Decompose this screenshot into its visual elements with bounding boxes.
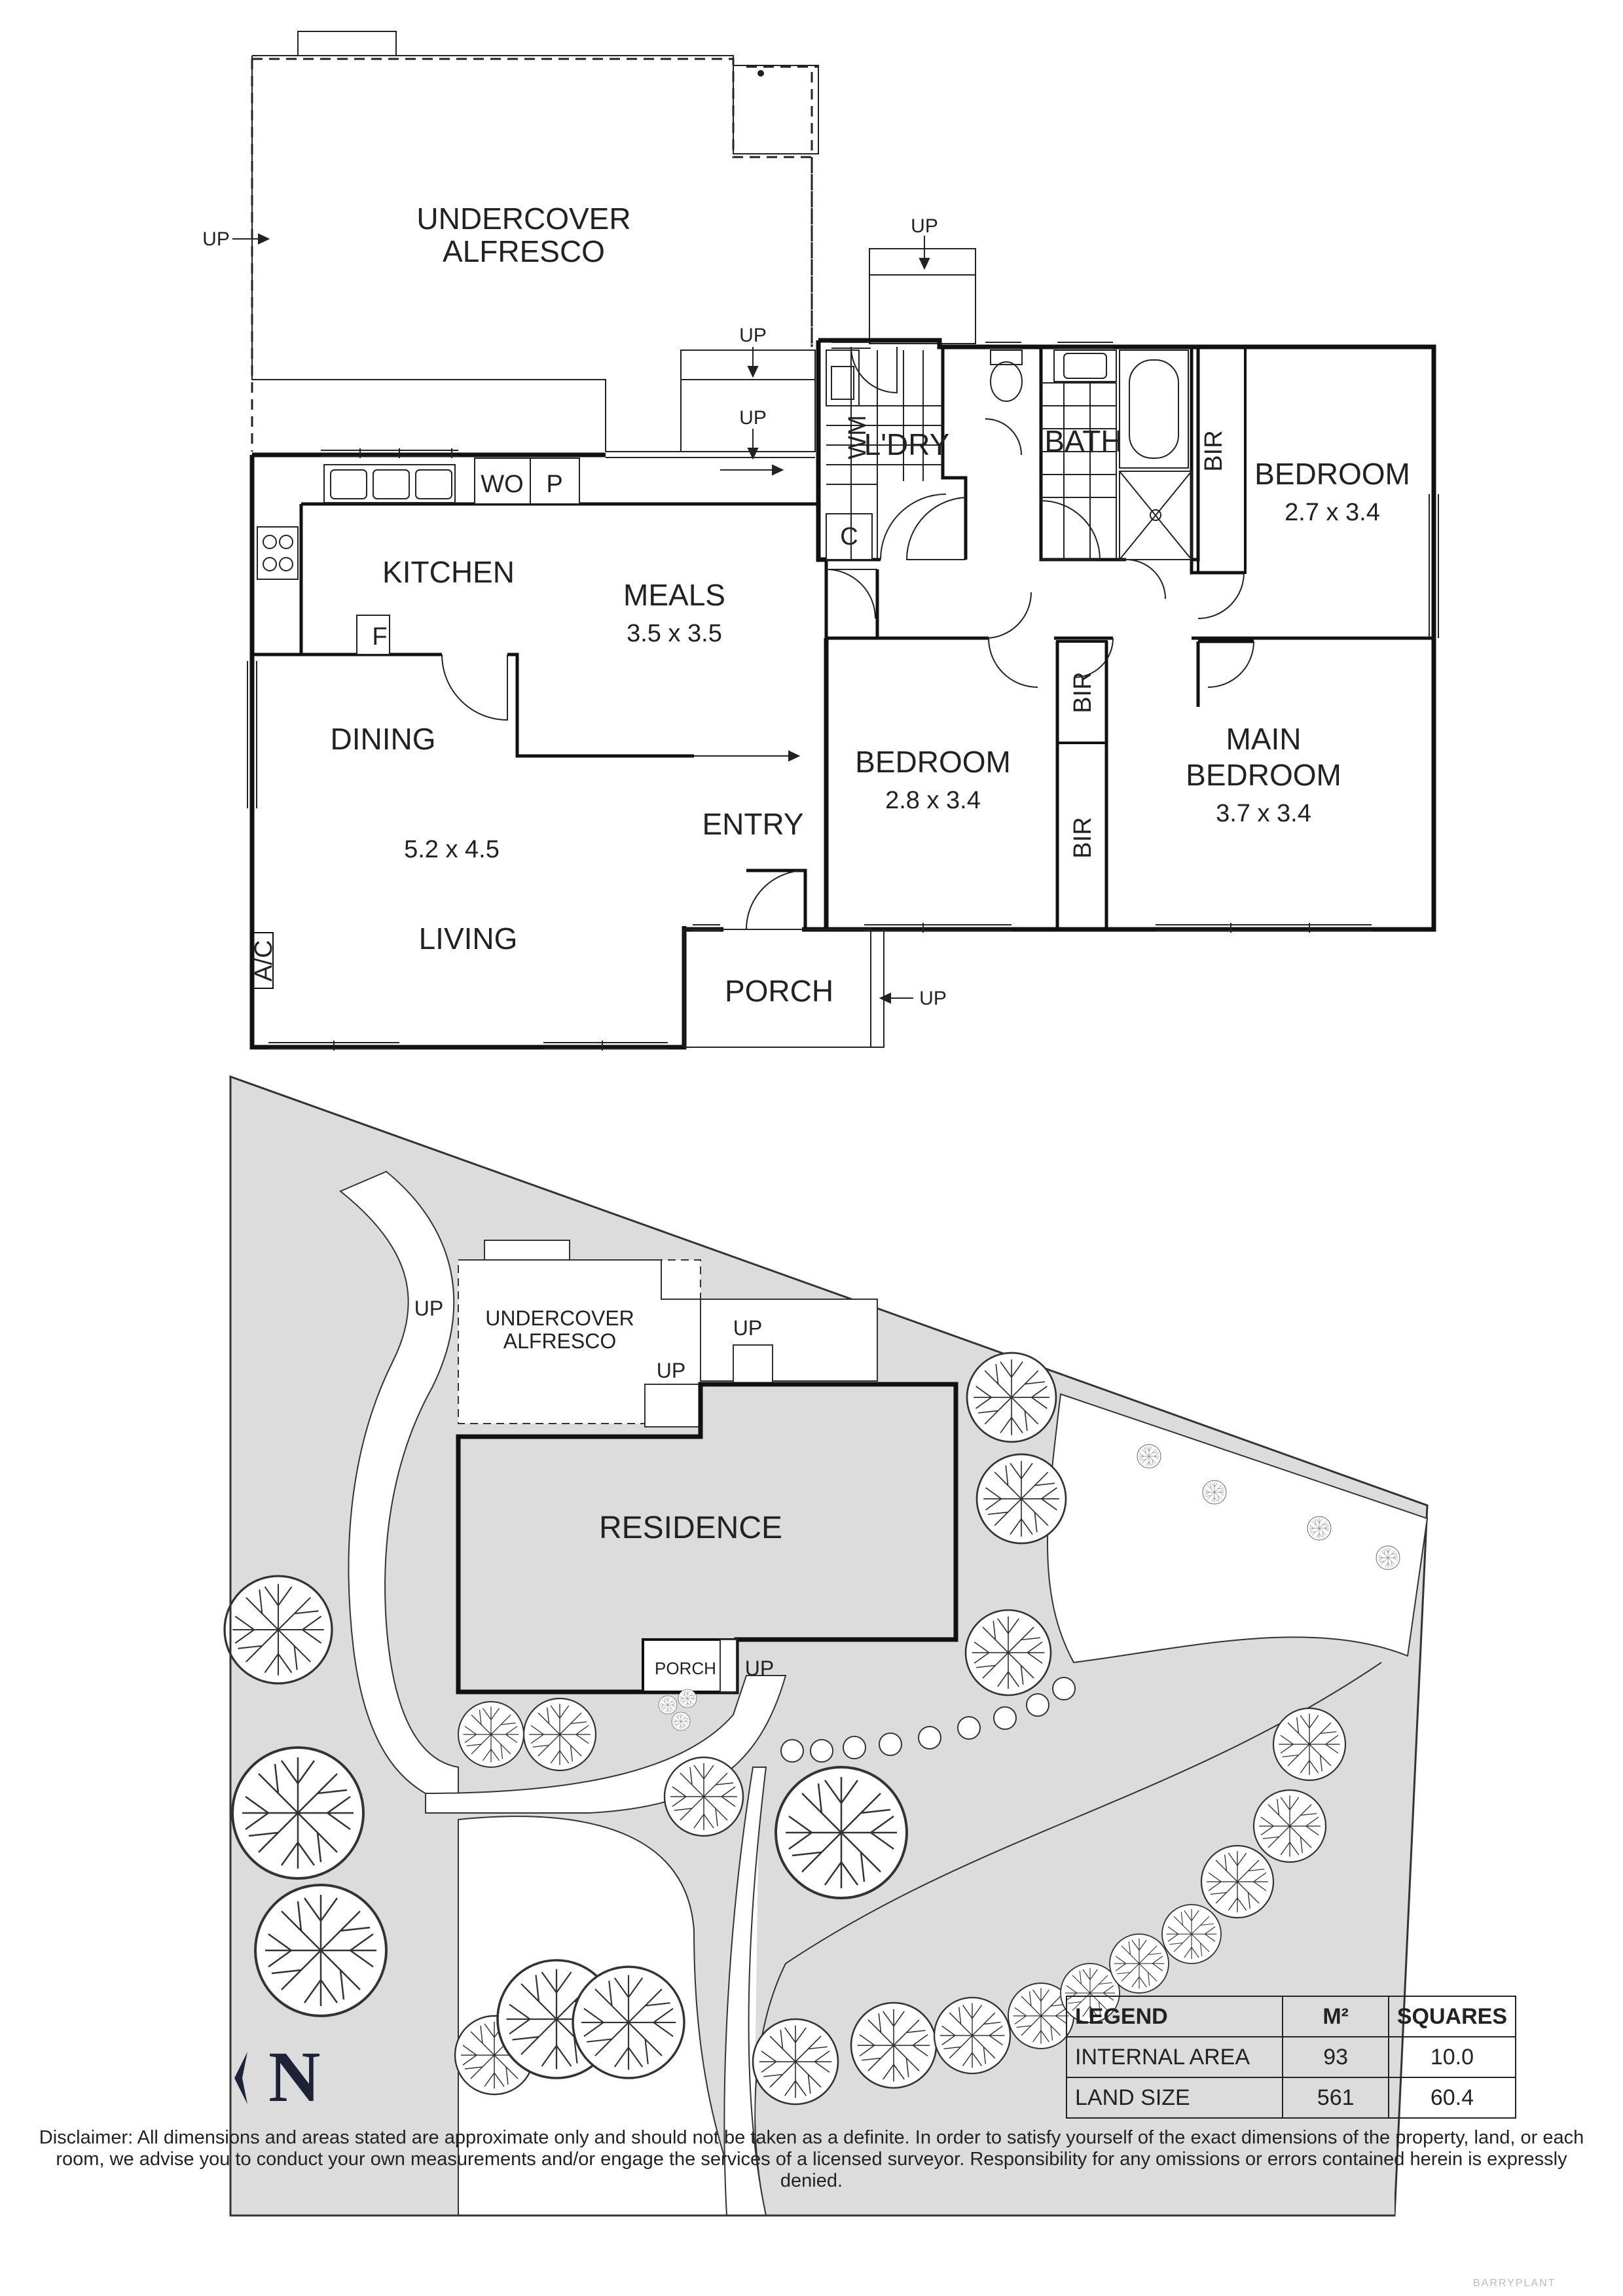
legend-row-label: INTERNAL AREA xyxy=(1065,2036,1284,2078)
legend-header-legend: LEGEND xyxy=(1065,1996,1284,2037)
legend-row-m2: 561 xyxy=(1282,2077,1389,2119)
meals-dim: 3.5 x 3.5 xyxy=(627,620,722,647)
bedroom-mid-label: BEDROOM xyxy=(855,745,1011,779)
floorplan-labels: UNDERCOVER ALFRESCO L'DRY BATH BEDROOM 2… xyxy=(202,202,1410,1009)
bedroom-mid-dim: 2.8 x 3.4 xyxy=(885,787,981,814)
pantry-label: P xyxy=(546,471,562,498)
dining-label: DINING xyxy=(331,722,436,756)
alfresco-steps xyxy=(680,248,976,452)
arrows xyxy=(232,233,930,1004)
up-label-2: UP xyxy=(911,215,938,237)
exterior-walls xyxy=(249,338,1436,1050)
legend-row-squares: 60.4 xyxy=(1387,2077,1517,2119)
legend-row-squares: 10.0 xyxy=(1387,2036,1517,2078)
legend-row: INTERNAL AREA 93 10.0 xyxy=(1065,2036,1517,2078)
main-bedroom-label-2: BEDROOM xyxy=(1186,758,1341,792)
site-up-label-4: UP xyxy=(745,1657,774,1680)
kitchen-label: KITCHEN xyxy=(382,555,515,589)
bir-label-mid: BIR xyxy=(1069,672,1097,713)
site-up-label-1: UP xyxy=(414,1297,443,1320)
fridge-label: F xyxy=(372,623,387,651)
windows xyxy=(247,342,1439,1050)
site-porch-label: PORCH xyxy=(655,1659,716,1678)
alfresco-label-2: ALFRESCO xyxy=(443,234,605,268)
site-alfresco-label-1: UNDERCOVER xyxy=(485,1306,634,1330)
legend-header-m2: M² xyxy=(1282,1996,1389,2037)
legend-row: LAND SIZE 561 60.4 xyxy=(1065,2077,1517,2119)
main-bedroom-label-1: MAIN xyxy=(1226,722,1302,756)
site-alfresco-label-2: ALFRESCO xyxy=(503,1329,616,1353)
alfresco-label-1: UNDERCOVER xyxy=(416,202,630,236)
north-label: N xyxy=(268,2037,321,2117)
brand-watermark: BARRYPLANT xyxy=(1473,2278,1556,2289)
living-dim: 5.2 x 4.5 xyxy=(404,836,500,863)
porch xyxy=(684,929,884,1048)
cupboard-label: C xyxy=(840,523,858,550)
up-label-5: UP xyxy=(919,988,947,1009)
door-swings xyxy=(441,346,1254,930)
site-up-label-2: UP xyxy=(733,1316,762,1340)
bir-label-ne: BIR xyxy=(1200,430,1228,471)
bedroom-ne-label: BEDROOM xyxy=(1254,457,1410,491)
legend-header-row: LEGEND M² SQUARES xyxy=(1065,1996,1517,2037)
site-up-label-3: UP xyxy=(657,1359,685,1382)
living-label: LIVING xyxy=(419,922,518,956)
ac-label: A/C xyxy=(250,940,278,981)
built-in-robes xyxy=(251,346,1247,989)
bir-label-main: BIR xyxy=(1069,817,1097,858)
residence-label: RESIDENCE xyxy=(599,1511,782,1545)
legend-row-label: LAND SIZE xyxy=(1065,2077,1284,2119)
bedroom-ne-dim: 2.7 x 3.4 xyxy=(1285,499,1380,526)
legend-header-squares: SQUARES xyxy=(1387,1996,1517,2037)
porch-label: PORCH xyxy=(725,974,833,1008)
entry-label: ENTRY xyxy=(702,807,803,841)
site-plan: UNDERCOVER ALFRESCO RESIDENCE PORCH UP U… xyxy=(223,1075,1429,2217)
legend-row-m2: 93 xyxy=(1282,2036,1389,2078)
bath-label: BATH xyxy=(1044,424,1122,458)
laundry-label: L'DRY xyxy=(864,427,950,461)
kitchen-fixtures xyxy=(257,457,873,655)
shrubs xyxy=(780,1677,1076,1763)
legend-table: LEGEND M² SQUARES INTERNAL AREA 93 10.0 … xyxy=(1065,1996,1517,2119)
wet-area-fixtures xyxy=(826,350,1192,560)
up-label-3: UP xyxy=(739,325,767,346)
disclaimer-text: Disclaimer: All dimensions and areas sta… xyxy=(39,2127,1584,2191)
wo-label: WO xyxy=(481,471,523,498)
meals-label: MEALS xyxy=(623,578,725,612)
wm-label: WM xyxy=(844,415,871,459)
up-label-1: UP xyxy=(202,228,230,250)
north-arrow-icon xyxy=(234,2052,247,2104)
alfresco-area xyxy=(251,31,819,452)
up-label-4: UP xyxy=(739,407,767,429)
main-bedroom-dim: 3.7 x 3.4 xyxy=(1216,800,1311,827)
